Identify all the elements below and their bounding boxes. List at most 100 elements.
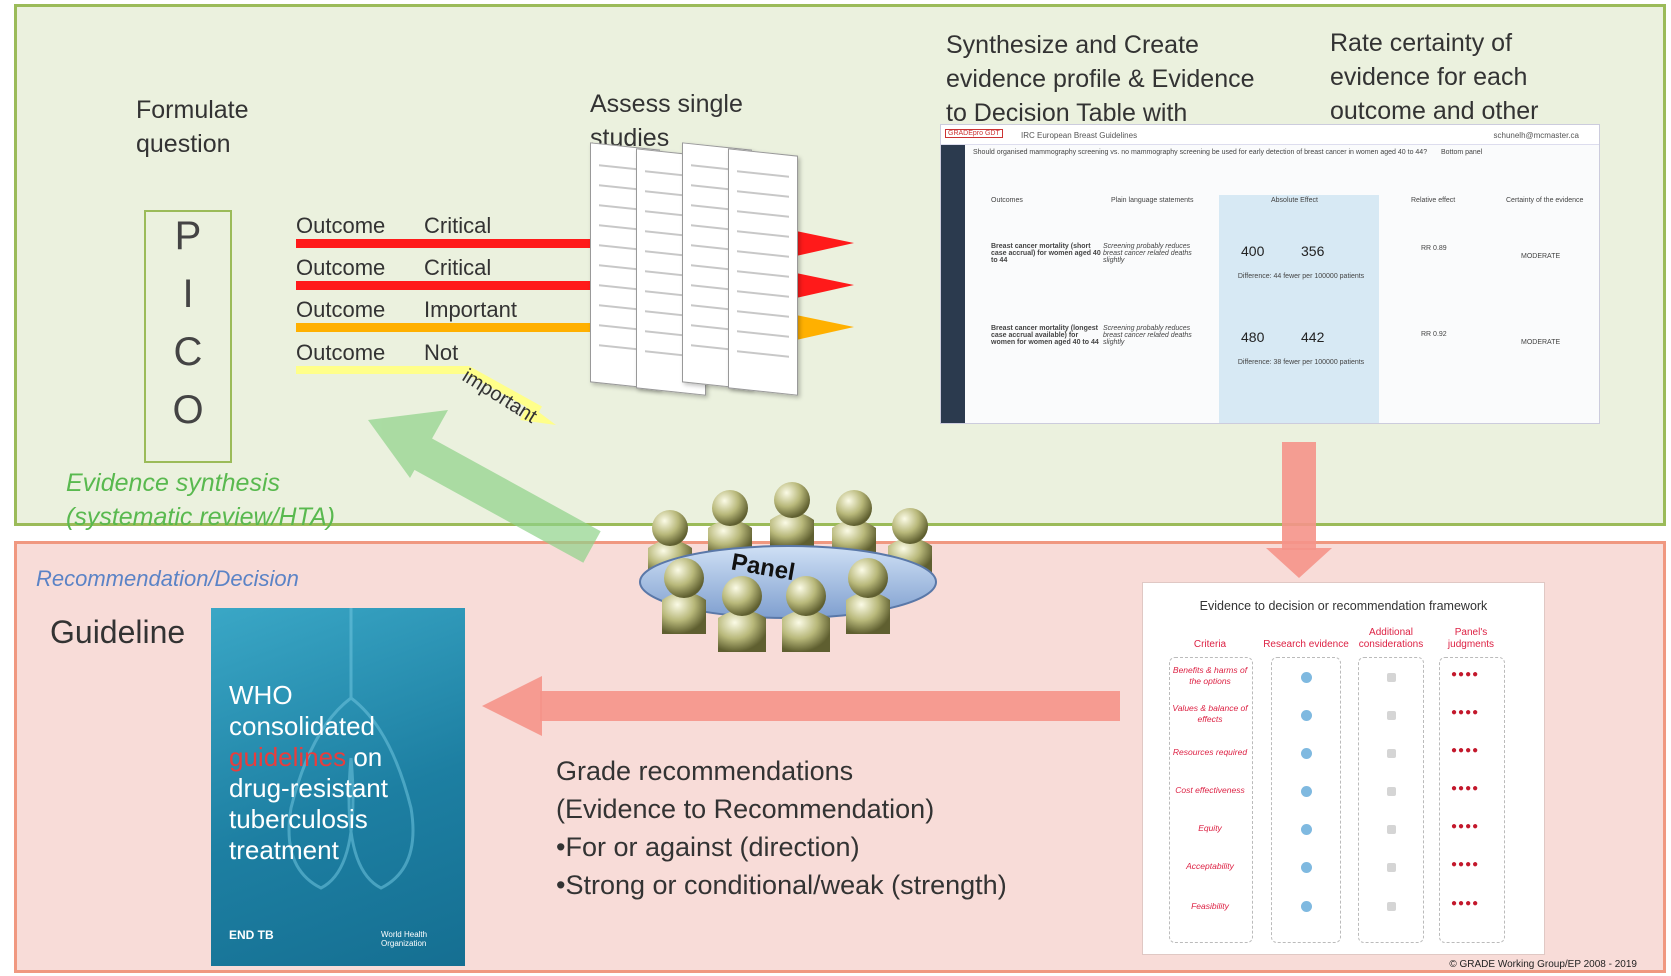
pico-letter-i: I [182,272,194,316]
header-outcomes: Outcomes [991,197,1023,204]
header-plain: Plain language statements [1111,197,1194,204]
header-absolute: Absolute Effect [1271,197,1318,204]
etd-header-additional: Additional considerations [1358,627,1424,650]
outcome-label-4: Outcome [296,340,386,365]
etd-criterion: Resources required [1172,747,1248,757]
outcome-rating-3: Important [424,297,517,322]
row2-without: 480 [1241,329,1265,345]
etd-header-judgments: Panel's judgments [1447,627,1495,650]
user-email: schunelh@mcmaster.ca [1493,131,1580,140]
etd-judgment-marks: ●●●● [1451,821,1480,832]
etd-criterion: Benefits & harms of the options [1172,665,1248,686]
row1-certainty: MODERATE [1521,253,1561,260]
synthesis-feedback-arrow [368,410,601,563]
lungs-icon [287,608,415,890]
etd-title: Evidence to decision or recommendation f… [1199,599,1488,613]
row1-with: 356 [1301,243,1325,259]
copyright-notice: © GRADE Working Group/EP 2008 - 2019 [1449,959,1637,970]
evidence-profile-screenshot: GRADEpro GDT IRC European Breast Guideli… [940,124,1600,424]
evidence-synthesis-label: Evidence synthesis (systematic review/HT… [66,469,336,531]
panel-illustration: Panel [639,482,937,652]
etd-criterion: Feasibility [1191,901,1229,911]
row2-certainty: MODERATE [1521,339,1561,346]
study-document [728,148,798,396]
etd-judgments-column [1439,657,1505,943]
etd-additional-mark [1387,673,1396,682]
etd-research-dot [1301,710,1312,721]
pico-letter-p: P [174,214,202,258]
etd-research-dot [1301,862,1312,873]
row2-plain: Screening probably reduces breast cancer… [1103,325,1192,346]
etd-research-dot [1301,786,1312,797]
study-documents [590,142,820,406]
outcome-label-2: Outcome [296,255,386,280]
recommendation-arrow [482,676,1120,736]
outcome-rating-1: Critical [424,213,492,238]
outcome-arrow-4 [296,366,556,425]
outcome-label-3: Outcome [296,297,386,322]
etd-research-dot [1301,901,1312,912]
etd-additional-mark [1387,711,1396,720]
etd-judgment-marks: ●●●● [1451,783,1480,794]
etd-criteria-column [1169,657,1253,943]
header-relative: Relative effect [1411,197,1456,204]
row1-without: 400 [1241,243,1265,259]
cover-title: WHO consolidated guidelines on drug-resi… [229,680,388,865]
etd-framework: Evidence to decision or recommendation f… [1142,582,1545,955]
header-certainty: Certainty of the evidence [1506,197,1584,204]
outcome-rating-4: Not [424,340,459,365]
etd-criterion: Acceptability [1186,861,1234,871]
pico-letter-c: C [173,330,203,374]
etd-research-dot [1301,672,1312,683]
row2-rr: RR 0.92 [1421,331,1447,338]
etd-additional-mark [1387,825,1396,834]
absolute-effect-column [1219,195,1379,423]
guideline-label: Guideline [50,614,186,650]
etd-additional-mark [1387,787,1396,796]
recommendation-decision-label: Recommendation/Decision [36,566,299,591]
etd-judgment-marks: ●●●● [1451,898,1480,909]
who-logo: World Health Organization [381,930,428,948]
row1-diff: Difference: 44 fewer per 100000 patients [1237,273,1365,280]
outcome-arrow-1 [296,231,854,256]
row1-rr: RR 0.89 [1421,245,1447,252]
gradepro-logo: GRADEpro GDT [945,129,1003,138]
who-guideline-cover: WHO consolidated guidelines on drug-resi… [211,608,465,966]
pico-letter-o: O [172,388,204,432]
etd-criterion: Cost effectiveness [1175,785,1245,795]
etd-judgment-marks: ●●●● [1451,859,1480,870]
row2-with: 442 [1301,329,1325,345]
question-text: Should organised mammography screening v… [973,149,1428,156]
outcome-arrow-2 [296,273,854,298]
etd-additional-mark [1387,863,1396,872]
etd-additional-mark [1387,749,1396,758]
evidence-to-etd-arrow [1266,442,1332,578]
outcome-rating-2: Critical [424,255,492,280]
etd-judgment-marks: ●●●● [1451,669,1480,680]
app-title: IRC European Breast Guidelines [1021,131,1138,140]
etd-additional-column [1358,657,1424,943]
screenshot-sidebar [941,145,965,423]
etd-research-dot [1301,824,1312,835]
grade-recommendations-text: Grade recommendations (Evidence to Recom… [556,756,1007,900]
synthesize-label: Synthesize and Create evidence profile &… [946,31,1255,127]
outcome-label-1: Outcome [296,213,386,238]
formulate-question-label: Formulate question [136,96,249,158]
row1-outcome: Breast cancer mortality (short case accr… [991,243,1101,264]
etd-criterion: Equity [1198,823,1222,833]
etd-header-criteria: Criteria [1193,639,1227,650]
etd-additional-mark [1387,902,1396,911]
etd-judgment-marks: ●●●● [1451,707,1480,718]
pico-box: P I C O [144,210,232,463]
screenshot-topbar: GRADEpro GDT IRC European Breast Guideli… [941,125,1599,145]
etd-criterion: Values & balance of effects [1172,703,1248,724]
etd-judgment-marks: ●●●● [1451,745,1480,756]
rate-certainty-label: Rate certainty of evidence for each outc… [1330,29,1539,125]
end-tb-logo: END TB [229,928,274,942]
bottom-panel-toggle: Bottom panel [1441,149,1483,156]
row1-plain: Screening probably reduces breast cancer… [1103,243,1192,264]
etd-header-research: Research evidence [1263,639,1349,650]
etd-research-dot [1301,748,1312,759]
outcome-arrow-3 [296,315,854,340]
